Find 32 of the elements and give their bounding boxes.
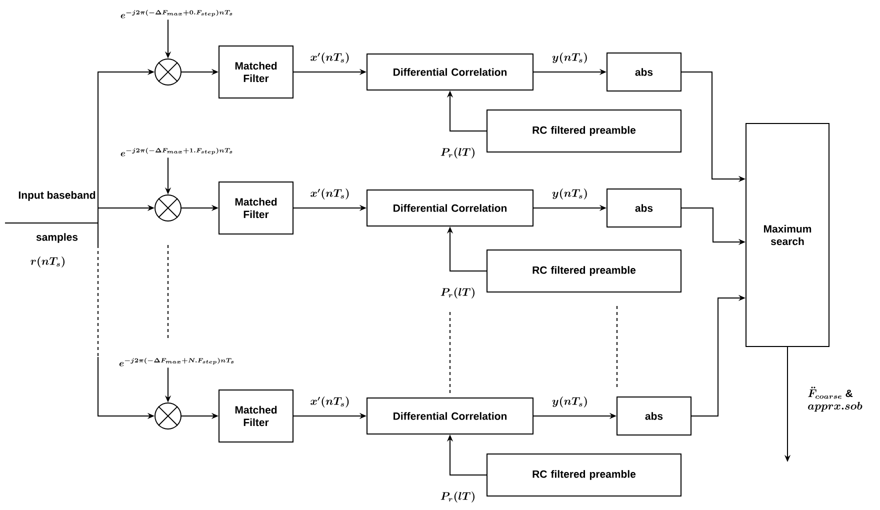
- correlation-box: Differential Correlation: [366, 398, 534, 434]
- edge-label: $x'(nT_s)$: [310, 52, 349, 64]
- preamble-box: RC filtered preamble: [486, 250, 682, 292]
- filter-box: Matched Filter: [218, 182, 294, 234]
- preamble-box: RC filtered preamble: [486, 110, 682, 152]
- edge-label: $P_r(lT)$: [440, 288, 474, 298]
- phase-term-label: $e^{-j2\pi(-\Delta F_{max}+1.F_{step})nT_s}$: [120, 148, 232, 156]
- mixer-symbol: [154, 402, 182, 430]
- abs-box: abs: [616, 396, 692, 436]
- edge-label: $x'(nT_s)$: [310, 188, 349, 200]
- abs-box: abs: [606, 52, 682, 92]
- mixer-symbol: [154, 194, 182, 222]
- abs-box: abs: [606, 188, 682, 228]
- mixer-symbol: [154, 58, 182, 86]
- edge-label: $P_r(lT)$: [440, 148, 474, 158]
- correlation-box: Differential Correlation: [366, 190, 534, 226]
- filter-box: Matched Filter: [218, 46, 294, 98]
- edge-label: $y(nT_s)$: [552, 52, 587, 64]
- edge-label: $\begin{array}{l}\ddot{F}_{coarse}\ \&\\ apprx.sob\end{array}$: [808, 386, 862, 412]
- phase-term-label: $e^{-j2\pi(-\Delta F_{max}+N.F_{step})nT_s}$: [119, 358, 234, 366]
- signal-label: $r(nT_s)$: [30, 256, 64, 268]
- edge-label: $P_r(lT)$: [440, 492, 474, 502]
- search-box: Maximum search: [746, 123, 830, 347]
- edge-label: $y(nT_s)$: [552, 396, 587, 408]
- edge-label: $x'(nT_s)$: [310, 396, 349, 408]
- correlation-box: Differential Correlation: [366, 54, 534, 90]
- input-label: samples: [36, 233, 78, 243]
- filter-box: Matched Filter: [218, 390, 294, 442]
- preamble-box: RC filtered preamble: [486, 454, 682, 496]
- input-label: Input baseband: [18, 191, 96, 201]
- edge-label: $y(nT_s)$: [552, 188, 587, 200]
- phase-term-label: $e^{-j2\pi(-\Delta F_{max}+0.F_{step})nT_s}$: [120, 10, 232, 18]
